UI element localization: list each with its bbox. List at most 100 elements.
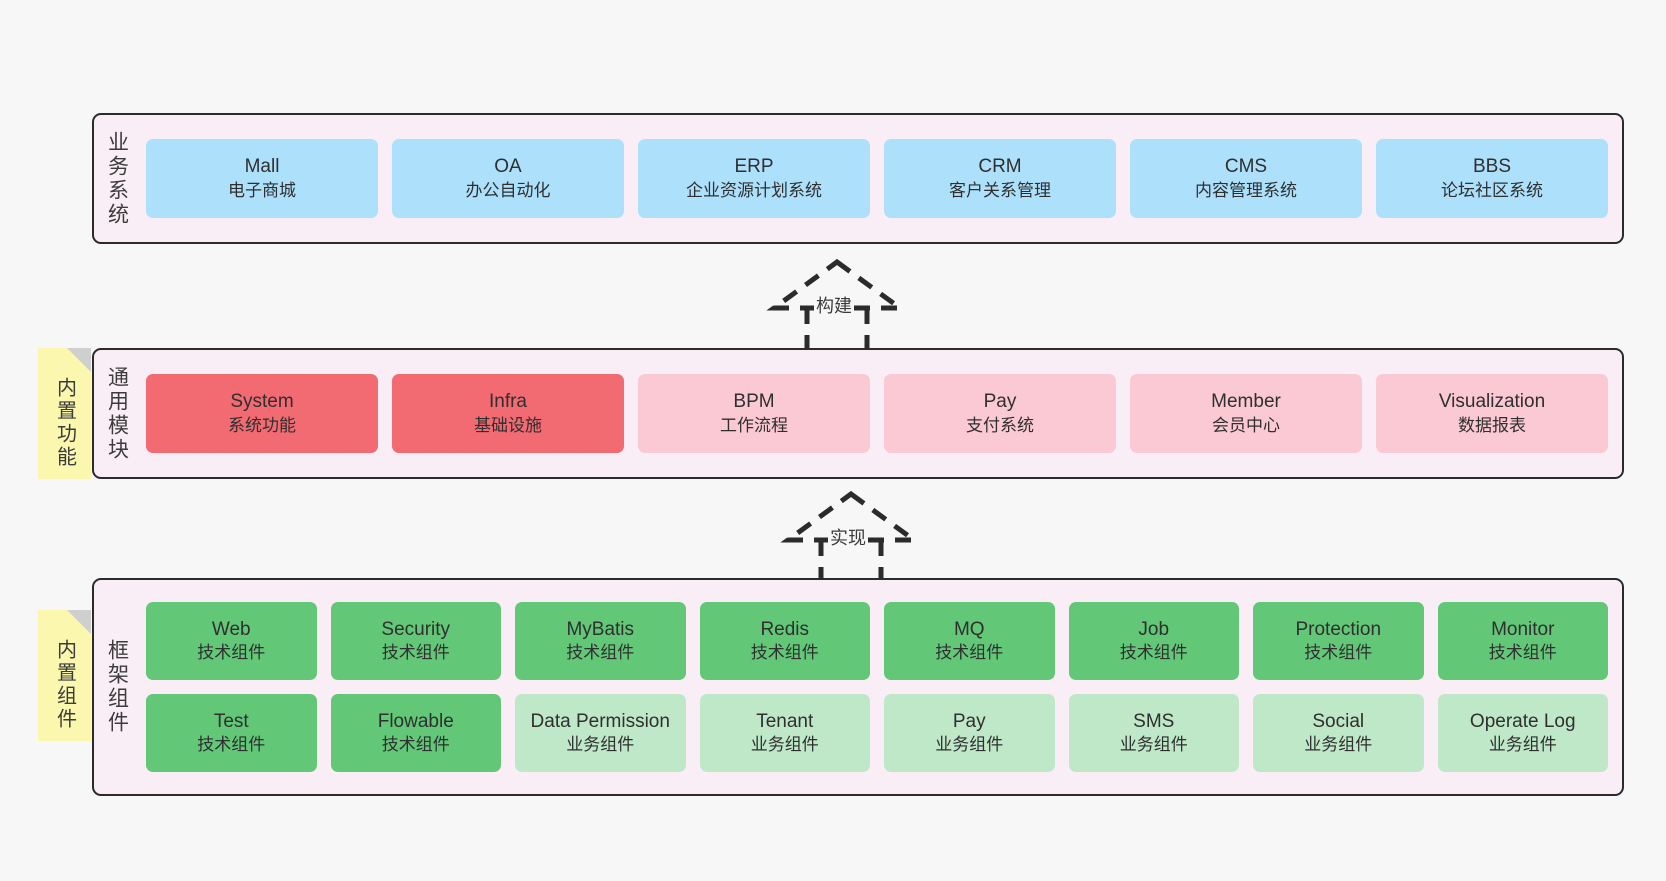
business-card-crm[interactable]: CRM 客户关系管理 [884, 139, 1116, 218]
business-systems-row: Mall 电子商城 OA 办公自动化 ERP 企业资源计划系统 CRM 客户关系… [146, 139, 1608, 218]
sticky-note-label: 内置功能 [53, 376, 76, 469]
card-title: MyBatis [566, 618, 635, 640]
business-card-bbs[interactable]: BBS 论坛社区系统 [1376, 139, 1608, 218]
framework-card-web[interactable]: Web 技术组件 [146, 602, 317, 680]
business-card-cms[interactable]: CMS 内容管理系统 [1130, 139, 1362, 218]
framework-card-mybatis[interactable]: MyBatis 技术组件 [515, 602, 686, 680]
card-subtitle: 技术组件 [1119, 643, 1188, 663]
sticky-note-label: 内置组件 [53, 638, 76, 731]
card-subtitle: 技术组件 [750, 643, 819, 663]
card-title: CRM [978, 156, 1022, 178]
framework-components-panel: 框架组件 Web 技术组件 Security 技术组件 MyBatis 技术组件… [92, 578, 1624, 796]
framework-card-monitor[interactable]: Monitor 技术组件 [1437, 602, 1608, 680]
framework-card-social[interactable]: Social 业务组件 [1253, 694, 1424, 772]
card-subtitle: 技术组件 [381, 643, 450, 663]
card-title: Protection [1295, 618, 1382, 640]
framework-card-sms[interactable]: SMS 业务组件 [1068, 694, 1239, 772]
card-subtitle: 技术组件 [381, 735, 450, 755]
card-title: Operate Log [1469, 710, 1576, 732]
business-systems-title: 业务系统 [105, 130, 129, 227]
card-title: SMS [1133, 710, 1175, 732]
arrow-label-implement: 实现 [828, 524, 868, 550]
card-subtitle: 办公自动化 [465, 180, 551, 200]
card-title: Data Permission [530, 710, 670, 732]
framework-row-technical: Web 技术组件 Security 技术组件 MyBatis 技术组件 Redi… [146, 602, 1608, 680]
sticky-note-builtin-features: 内置功能 [38, 348, 91, 479]
business-card-oa[interactable]: OA 办公自动化 [392, 139, 624, 218]
module-card-system[interactable]: System 系统功能 [146, 374, 378, 453]
card-subtitle: 业务组件 [1119, 735, 1188, 755]
card-subtitle: 论坛社区系统 [1441, 180, 1543, 200]
card-subtitle: 内容管理系统 [1195, 180, 1297, 200]
framework-card-redis[interactable]: Redis 技术组件 [699, 602, 870, 680]
module-card-visualization[interactable]: Visualization 数据报表 [1376, 374, 1608, 453]
arrow-label-build: 构建 [814, 292, 854, 318]
card-subtitle: 数据报表 [1458, 415, 1526, 435]
framework-card-pay[interactable]: Pay 业务组件 [884, 694, 1055, 772]
card-subtitle: 技术组件 [1488, 643, 1557, 663]
framework-card-tenant[interactable]: Tenant 业务组件 [699, 694, 870, 772]
card-subtitle: 技术组件 [197, 735, 266, 755]
card-title: BPM [733, 391, 775, 413]
card-title: Redis [760, 618, 810, 640]
card-title: Job [1138, 618, 1170, 640]
card-subtitle: 业务组件 [566, 735, 635, 755]
arrow-stem-implement [818, 540, 884, 580]
card-title: Test [213, 710, 249, 732]
arrow-stem-build [804, 308, 870, 348]
card-subtitle: 基础设施 [474, 415, 542, 435]
card-title: Flowable [377, 710, 454, 732]
card-subtitle: 技术组件 [566, 643, 635, 663]
module-card-bpm[interactable]: BPM 工作流程 [638, 374, 870, 453]
framework-card-job[interactable]: Job 技术组件 [1068, 602, 1239, 680]
framework-card-flowable[interactable]: Flowable 技术组件 [330, 694, 501, 772]
business-card-erp[interactable]: ERP 企业资源计划系统 [638, 139, 870, 218]
framework-components-title: 框架组件 [105, 639, 129, 735]
business-card-mall[interactable]: Mall 电子商城 [146, 139, 378, 218]
card-subtitle: 系统功能 [228, 415, 296, 435]
business-systems-panel: 业务系统 Mall 电子商城 OA 办公自动化 ERP 企业资源计划系统 CRM… [92, 113, 1624, 244]
card-title: Pay [983, 391, 1017, 413]
common-modules-panel: 通用模块 System 系统功能 Infra 基础设施 BPM 工作流程 Pay… [92, 348, 1624, 479]
framework-components-body: Web 技术组件 Security 技术组件 MyBatis 技术组件 Redi… [140, 580, 1622, 794]
card-title: Mall [244, 156, 280, 178]
module-card-member[interactable]: Member 会员中心 [1130, 374, 1362, 453]
framework-row-business: Test 技术组件 Flowable 技术组件 Data Permission … [146, 694, 1608, 772]
card-subtitle: 技术组件 [1304, 643, 1373, 663]
card-title: Pay [952, 710, 986, 732]
card-subtitle: 技术组件 [197, 643, 266, 663]
framework-card-protection[interactable]: Protection 技术组件 [1253, 602, 1424, 680]
common-modules-row: System 系统功能 Infra 基础设施 BPM 工作流程 Pay 支付系统… [146, 374, 1608, 453]
card-title: BBS [1472, 156, 1512, 178]
module-card-pay[interactable]: Pay 支付系统 [884, 374, 1116, 453]
card-title: Member [1211, 391, 1281, 413]
generalization-arrow-build: 构建 [752, 256, 922, 348]
generalization-arrow-implement: 实现 [766, 488, 936, 580]
framework-card-operate-log[interactable]: Operate Log 业务组件 [1437, 694, 1608, 772]
card-title: ERP [734, 156, 774, 178]
card-title: CMS [1224, 156, 1268, 178]
framework-card-data-permission[interactable]: Data Permission 业务组件 [515, 694, 686, 772]
framework-card-test[interactable]: Test 技术组件 [146, 694, 317, 772]
card-title: Monitor [1491, 618, 1555, 640]
card-subtitle: 支付系统 [966, 415, 1034, 435]
card-title: Security [381, 618, 451, 640]
card-title: Visualization [1438, 391, 1546, 413]
card-subtitle: 业务组件 [1488, 735, 1557, 755]
card-title: Tenant [756, 710, 814, 732]
framework-card-mq[interactable]: MQ 技术组件 [884, 602, 1055, 680]
card-subtitle: 企业资源计划系统 [686, 180, 822, 200]
common-modules-body: System 系统功能 Infra 基础设施 BPM 工作流程 Pay 支付系统… [140, 350, 1622, 477]
card-title: OA [494, 156, 522, 178]
card-title: Social [1312, 710, 1365, 732]
card-subtitle: 会员中心 [1212, 415, 1280, 435]
card-subtitle: 工作流程 [720, 415, 788, 435]
framework-card-security[interactable]: Security 技术组件 [330, 602, 501, 680]
card-subtitle: 业务组件 [1304, 735, 1373, 755]
module-card-infra[interactable]: Infra 基础设施 [392, 374, 624, 453]
card-subtitle: 业务组件 [935, 735, 1004, 755]
card-subtitle: 客户关系管理 [949, 180, 1051, 200]
card-subtitle: 电子商城 [228, 180, 296, 200]
common-modules-title: 通用模块 [105, 365, 129, 462]
sticky-note-builtin-components: 内置组件 [38, 610, 91, 741]
